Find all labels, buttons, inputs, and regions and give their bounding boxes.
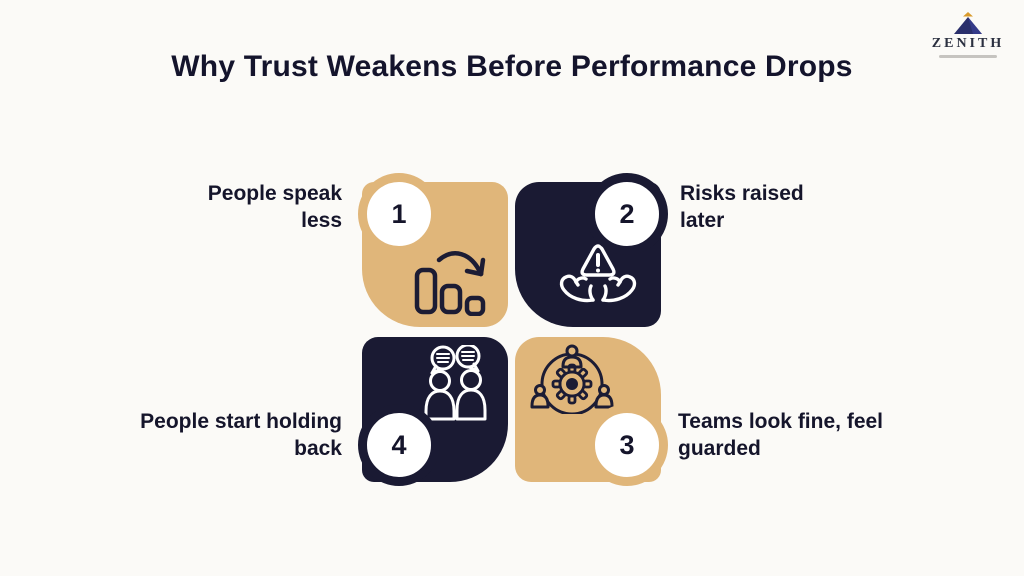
zenith-logo-text: ZENITH (931, 36, 1005, 51)
quadrant-3-number: 3 (619, 429, 635, 460)
quadrant-3-label: Teams look fine, feel guarded (678, 410, 884, 460)
zenith-mountain-icon (954, 12, 982, 34)
quadrant-2-number: 2 (619, 198, 635, 229)
quadrant-4-number: 4 (391, 429, 407, 460)
page-title: Why Trust Weakens Before Performance Dro… (171, 50, 853, 83)
quadrant-1-number-badge: 1 (358, 173, 440, 255)
quadrant-4-label: People start holding back (140, 410, 342, 460)
zenith-logo: ZENITH (920, 12, 1016, 58)
quadrant-1-label: People speak less (207, 182, 342, 232)
quadrant-1-number: 1 (391, 198, 407, 229)
logo-tagline (939, 55, 997, 58)
quadrant-3-number-badge: 3 (586, 404, 668, 486)
quadrant-2-label: Risks raised later (680, 182, 804, 232)
quadrant-2-number-badge: 2 (586, 173, 668, 255)
quadrant-4-number-badge: 4 (358, 404, 440, 486)
